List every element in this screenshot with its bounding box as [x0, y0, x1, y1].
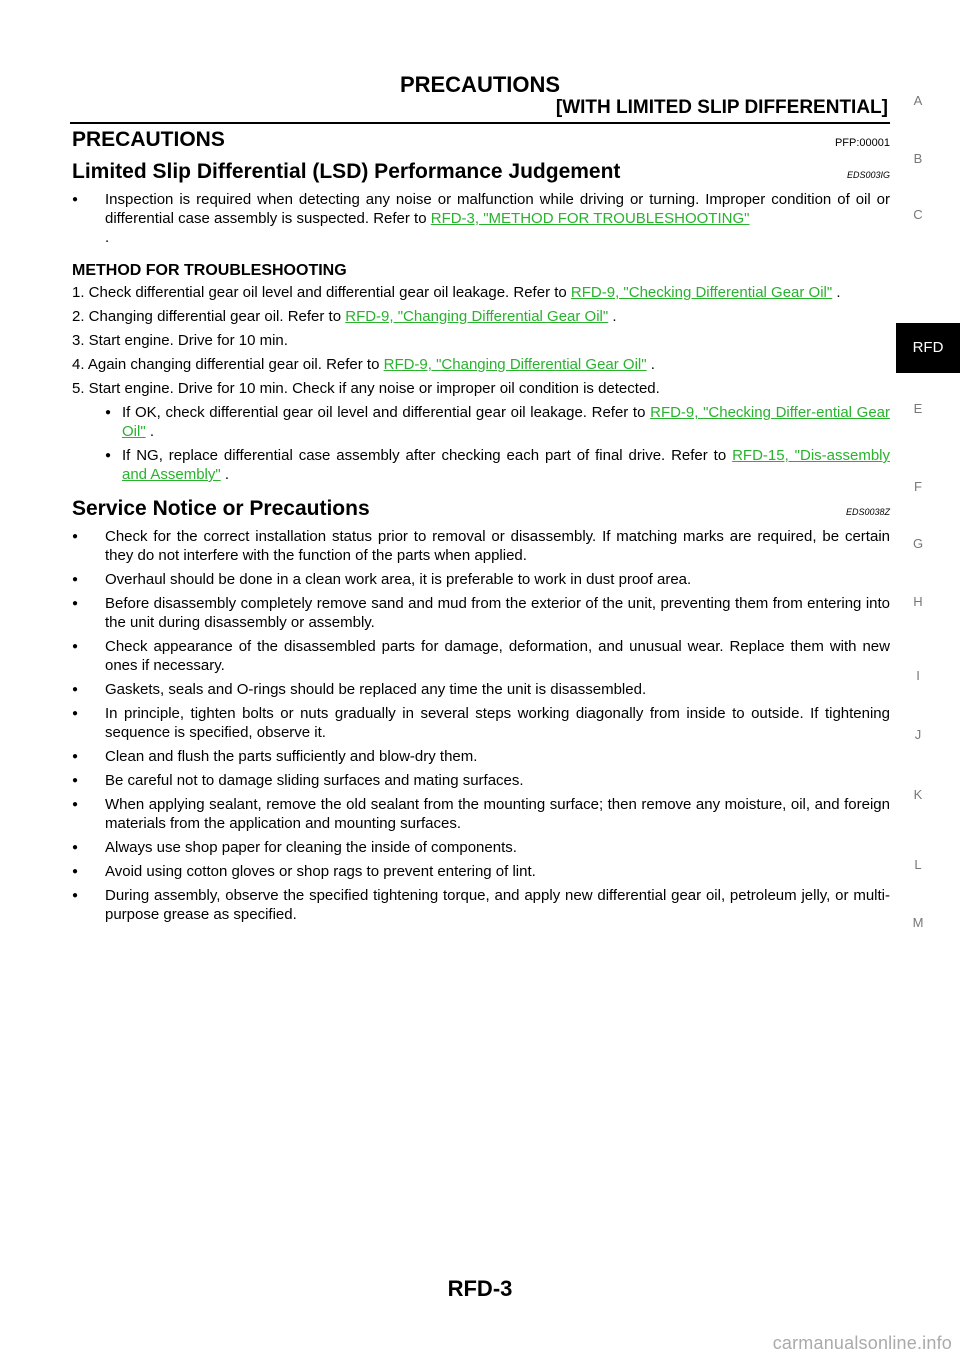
- tab-m[interactable]: M: [912, 915, 924, 930]
- section-service-code: EDS0038Z: [845, 507, 890, 517]
- step-4: 4. Again changing differential gear oil.…: [72, 355, 890, 374]
- step-1: 1. Check differential gear oil level and…: [72, 283, 890, 302]
- step-3: 3. Start engine. Drive for 10 min.: [72, 331, 890, 350]
- link-disassembly[interactable]: RFD-15, "Dis-assembly and Assembly": [122, 447, 891, 483]
- link-method-troubleshooting[interactable]: RFD-3, "METHOD FOR TROUBLESHOOTING": [430, 210, 750, 227]
- section-lsd-title: Limited Slip Differential (LSD) Performa…: [72, 160, 621, 183]
- tab-h[interactable]: H: [913, 594, 923, 609]
- page-number: RFD-3: [447, 1276, 513, 1301]
- link-changing-oil-again[interactable]: RFD-9, "Changing Differential Gear Oil": [383, 356, 647, 373]
- tab-c[interactable]: C: [913, 207, 923, 222]
- lsd-inspection-bullet: Inspection is required when detecting an…: [72, 190, 890, 247]
- service-item: Before disassembly completely remove san…: [72, 594, 890, 632]
- section-service-heading: Service Notice or Precautions EDS0038Z: [72, 497, 890, 521]
- step-3-text: 3. Start engine. Drive for 10 min.: [72, 332, 288, 349]
- service-item: Clean and flush the parts sufficiently a…: [72, 747, 890, 766]
- pfp-code: PFP:00001: [834, 137, 890, 149]
- section-lsd-code: EDS003IG: [846, 170, 890, 180]
- tab-f[interactable]: F: [914, 479, 922, 494]
- step-5-ng-text: If NG, replace differential case assembl…: [122, 447, 727, 464]
- header-rule: [70, 122, 890, 124]
- step-5-text: 5. Start engine. Drive for 10 min. Check…: [72, 380, 660, 397]
- step-2-after: .: [608, 308, 617, 325]
- service-item: In principle, tighten bolts or nuts grad…: [72, 704, 890, 742]
- service-item: Always use shop paper for cleaning the i…: [72, 838, 890, 857]
- step-5-ok-text: If OK, check differential gear oil level…: [122, 404, 646, 421]
- service-item: Check appearance of the disassembled par…: [72, 637, 890, 675]
- lsd-inspection-text: Inspection is required when detecting an…: [105, 191, 890, 227]
- tab-a[interactable]: A: [913, 93, 923, 108]
- tab-rfd[interactable]: RFD: [896, 323, 960, 373]
- tab-b[interactable]: B: [913, 151, 923, 166]
- main-content: PRECAUTIONS PFP:00001 Limited Slip Diffe…: [72, 127, 890, 929]
- step-4-after: .: [646, 356, 655, 373]
- link-checking-oil-ok[interactable]: RFD-9, "Checking Differ-ential Gear Oil": [122, 404, 891, 440]
- method-heading: METHOD FOR TROUBLESHOOTING: [72, 262, 347, 279]
- header-subtitle: [WITH LIMITED SLIP DIFFERENTIAL]: [555, 97, 888, 118]
- step-1-after: .: [832, 284, 841, 301]
- step-5-ok: If OK, check differential gear oil level…: [72, 403, 890, 441]
- tab-e[interactable]: E: [913, 401, 923, 416]
- step-2: 2. Changing differential gear oil. Refer…: [72, 307, 890, 326]
- step-5-ok-after: .: [145, 423, 155, 440]
- step-2-text: 2. Changing differential gear oil. Refer…: [72, 308, 342, 325]
- step-4-text: 4. Again changing differential gear oil.…: [72, 356, 380, 373]
- service-item: Be careful not to damage sliding surface…: [72, 771, 890, 790]
- page-title-row: PRECAUTIONS PFP:00001: [72, 128, 890, 152]
- section-service-title: Service Notice or Precautions: [72, 497, 370, 520]
- step-1-text: 1. Check differential gear oil level and…: [72, 284, 567, 301]
- service-item: Check for the correct installation statu…: [72, 527, 890, 565]
- tab-l[interactable]: L: [914, 857, 922, 872]
- link-changing-oil[interactable]: RFD-9, "Changing Differential Gear Oil": [345, 308, 609, 325]
- service-item: Overhaul should be done in a clean work …: [72, 570, 890, 589]
- section-lsd-heading: Limited Slip Differential (LSD) Performa…: [72, 160, 890, 184]
- lsd-inspection-after: .: [105, 229, 110, 246]
- header-title: PRECAUTIONS: [399, 72, 561, 97]
- tab-g[interactable]: G: [912, 536, 924, 551]
- service-list: Check for the correct installation statu…: [72, 527, 890, 924]
- link-checking-oil[interactable]: RFD-9, "Checking Differential Gear Oil": [570, 284, 833, 301]
- service-item: Gaskets, seals and O-rings should be rep…: [72, 680, 890, 699]
- service-item: Avoid using cotton gloves or shop rags t…: [72, 862, 890, 881]
- tab-i[interactable]: I: [916, 668, 920, 683]
- watermark[interactable]: carmanualsonline.info: [772, 1333, 952, 1353]
- tab-j[interactable]: J: [914, 727, 922, 742]
- step-5-ng: If NG, replace differential case assembl…: [72, 446, 890, 484]
- service-item: During assembly, observe the specified t…: [72, 886, 890, 924]
- step-5-ng-after: .: [220, 466, 230, 483]
- tab-k[interactable]: K: [913, 787, 923, 802]
- service-item: When applying sealant, remove the old se…: [72, 795, 890, 833]
- step-5: 5. Start engine. Drive for 10 min. Check…: [72, 379, 890, 398]
- page-title: PRECAUTIONS: [72, 128, 225, 151]
